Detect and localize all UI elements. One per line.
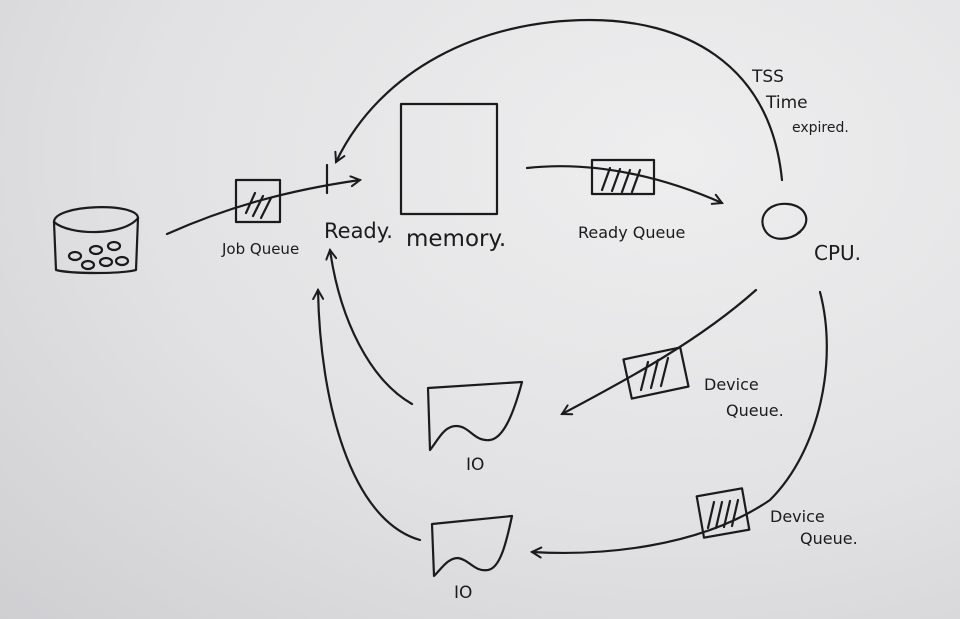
arrow-io-upper-to-ready (330, 250, 414, 406)
expired-label: expired. (792, 120, 849, 136)
memory-box (399, 102, 499, 216)
arrow-io-lower-to-ready (318, 290, 422, 542)
device-label-lower: Device (770, 507, 825, 526)
device-label-upper: Device (704, 375, 759, 394)
time-label: Time (765, 93, 808, 113)
ready-label: Ready. (324, 219, 393, 243)
ready-queue-label: Ready Queue (578, 223, 685, 242)
cpu-circle (761, 202, 808, 240)
job-queue-box (234, 178, 282, 224)
io-device-lower (430, 514, 514, 578)
job-queue-label: Job Queue (221, 240, 299, 258)
device-queue-box-upper (622, 346, 690, 400)
tss-label: TSS (751, 67, 784, 87)
io-label-upper: IO (466, 455, 484, 475)
arrow-time-expired (336, 18, 784, 182)
io-device-upper (426, 380, 524, 452)
disk-icon (52, 206, 140, 275)
memory-label: memory. (406, 226, 506, 252)
arrow-cpu-to-io-upper (562, 288, 758, 414)
queue-label-upper: Queue. (726, 401, 784, 420)
ready-queue-box (590, 158, 656, 196)
device-queue-box-lower (695, 487, 751, 539)
cpu-label: CPU. (814, 241, 861, 265)
arrow-cpu-to-io-lower (532, 290, 828, 553)
arrow-memory-to-cpu (525, 165, 722, 203)
queue-label-lower: Queue. (800, 529, 858, 548)
io-label-lower: IO (454, 583, 472, 603)
